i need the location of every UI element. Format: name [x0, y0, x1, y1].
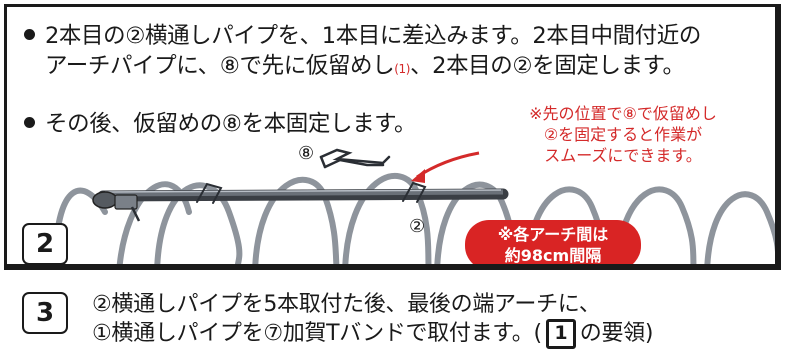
step-number-text: 2 — [35, 229, 55, 259]
pointer-arrow — [416, 151, 480, 179]
step-3-line: ②横通しパイプを5本取付た後、最後の端アーチに、 — [92, 292, 601, 317]
footnote-ref: (1) — [394, 62, 411, 76]
pointer-arrow-head — [411, 169, 425, 183]
tip-note-line: ※先の位置で⑧で仮留めし — [529, 104, 717, 123]
instruction-text: その後、仮留めの⑧を本固定します。 — [45, 111, 417, 137]
step-2-number: 2 — [22, 223, 68, 264]
instruction-line-3: その後、仮留めの⑧を本固定します。 — [45, 106, 417, 138]
instruction-line-2: アーチパイプに、⑧で先に仮留めし(1)、2本目の②を固定します。 — [45, 48, 685, 80]
step-number-text: 3 — [35, 298, 55, 328]
arch-pipe — [342, 172, 432, 264]
step-3-number: 3 — [22, 292, 68, 334]
clip-label: ⑧ — [298, 143, 314, 164]
step-ref-box: 1 — [545, 319, 576, 349]
clip — [196, 182, 223, 204]
bullet-1 — [24, 29, 35, 40]
spacing-badge: ※各アーチ間は 約98cm間隔 — [465, 220, 641, 265]
tip-note: ※先の位置で⑧で仮留めし ②を固定すると作業が スムーズにできます。 — [473, 103, 773, 166]
tip-note-line: スムーズにできます。 — [544, 146, 702, 165]
tip-note-line: ②を固定すると作業が — [543, 125, 703, 144]
instruction-text: 2本目の②横通しパイプを、1本目に差込みます。2本目中間付近の — [45, 23, 701, 49]
clips-on-pipe — [196, 181, 427, 204]
step-3-text-part: の要領) — [579, 321, 654, 346]
arch-pipe — [704, 191, 775, 264]
step-3-text-part: ①横通しパイプを⑦加賀Tバンドで取付ます。( — [92, 321, 542, 346]
clip — [402, 181, 427, 203]
instruction-line-1: 2本目の②横通しパイプを、1本目に差込みます。2本目中間付近の — [45, 18, 701, 50]
instruction-text: アーチパイプに、⑧で先に仮留めし — [45, 53, 395, 79]
instruction-text: 、2本目の②を固定します。 — [410, 53, 685, 79]
step-2-panel: 2本目の②横通しパイプを、1本目に差込みます。2本目中間付近の アーチパイプに、… — [4, 4, 781, 270]
pipe-label: ② — [409, 216, 425, 237]
horizontal-pipe — [92, 188, 509, 222]
badge-line: ※各アーチ間は — [497, 225, 609, 244]
loose-clip — [319, 148, 391, 169]
step-3-text: ②横通しパイプを5本取付た後、最後の端アーチに、 ①横通しパイプを⑦加賀Tバンド… — [92, 290, 653, 349]
bullet-2 — [24, 117, 35, 128]
arch-pipe — [252, 176, 340, 264]
badge-line: 約98cm間隔 — [504, 246, 602, 265]
pipe-assembly-illustration: ⑧ ② — [52, 143, 775, 264]
